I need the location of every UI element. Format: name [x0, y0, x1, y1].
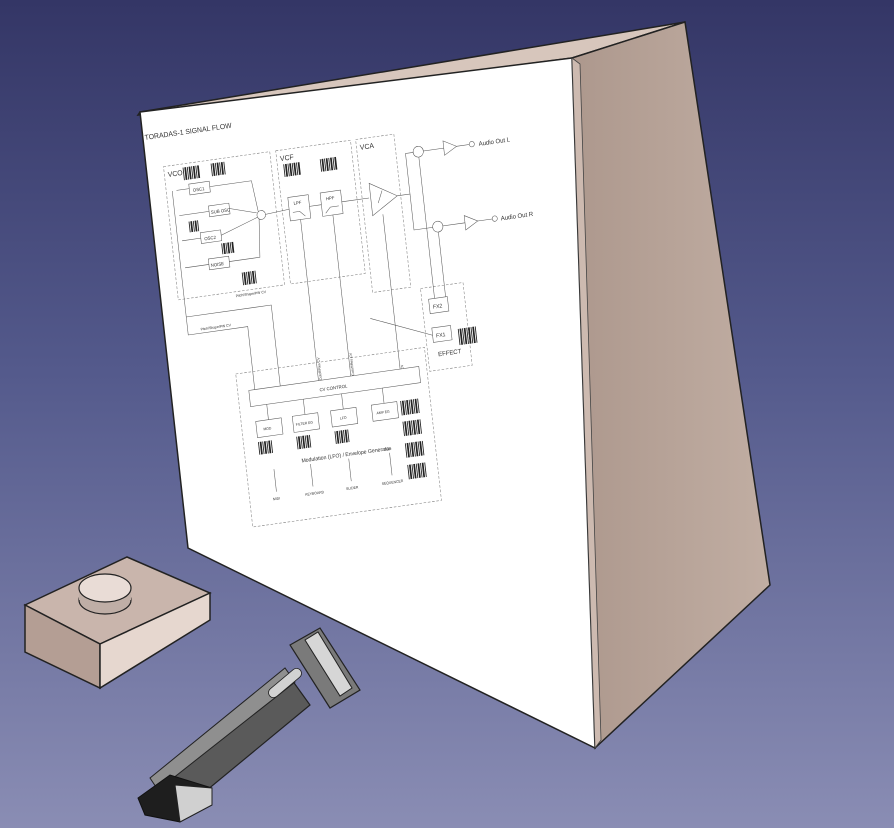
pitch-cv-wires — [171, 190, 433, 399]
input-keyboard-label: KEYBOARD — [305, 490, 325, 497]
vcf-wires — [265, 197, 370, 381]
panel-front-face — [139, 57, 596, 750]
modulation-barcodes — [258, 398, 427, 480]
gate-label: Gate — [384, 447, 392, 452]
slider-slot — [268, 667, 302, 699]
svg-text:AMP EG: AMP EG — [376, 409, 390, 415]
mixer-sum-left — [412, 145, 424, 158]
signal-flow-diagram: TORADAS-1 SIGNAL FLOW VCO OSC1 SUB OSC O… — [144, 123, 534, 528]
vco-barcodes — [182, 161, 257, 286]
audio-out-r-jack — [491, 215, 498, 222]
vco-wires — [176, 180, 261, 269]
vco-section — [163, 151, 285, 301]
svg-text:FX1: FX1 — [436, 332, 446, 339]
knob-block-side — [99, 591, 211, 690]
svg-text:HPF: HPF — [326, 195, 335, 201]
vco-osc2-block: OSC2 — [199, 229, 223, 244]
svg-text:FX2: FX2 — [433, 303, 443, 310]
vca-section — [355, 133, 412, 293]
vcf-label: VCF — [280, 154, 295, 163]
input-slider-label: SLIDER — [346, 485, 359, 491]
panel-box[interactable]: TORADAS-1 SIGNAL FLOW VCO OSC1 SUB OSC O… — [136, 21, 771, 750]
input-sequencer-label: SEQUENCER — [382, 479, 404, 486]
output-buffer-left — [442, 140, 458, 156]
slider-handle[interactable] — [137, 627, 361, 823]
hpf-block: HPF — [319, 189, 344, 217]
svg-text:OSC2: OSC2 — [204, 235, 217, 242]
mixer-sum-right — [432, 220, 444, 233]
vca-label: VCA — [360, 143, 375, 152]
amp-eg-block: AMP EG — [371, 401, 399, 422]
effect-label: EFFECT — [438, 348, 462, 358]
slider-head-face — [304, 631, 353, 697]
mod-block: MOD — [255, 417, 284, 438]
output-buffer-right — [463, 215, 479, 231]
cutoff-res-cv-label-1: Cutoff/Res CV — [316, 356, 322, 380]
panel-front-edge — [571, 57, 602, 750]
vco-sub-osc-block: SUB OSC — [208, 202, 231, 218]
audio-out-l-jack — [468, 141, 475, 148]
knob-block[interactable] — [23, 556, 212, 690]
input-midi-label: MIDI — [273, 496, 281, 501]
vcf-section — [275, 139, 366, 285]
audio-out-l-label: Audio Out L — [478, 136, 511, 148]
filter-eg-block: FILTER EG — [291, 412, 320, 433]
knob-cap-top[interactable] — [78, 573, 132, 603]
cv-control-bar — [248, 366, 421, 407]
cv-control-label: CV CONTROL — [319, 383, 348, 392]
svg-text:OSC1: OSC1 — [193, 186, 206, 193]
vco-noise-block: NOISE — [208, 255, 231, 271]
vco-caption: Pitch/Shape/PW CV — [236, 290, 267, 298]
output-wires — [397, 144, 493, 310]
vcf-barcodes — [283, 156, 338, 177]
svg-text:NOISE: NOISE — [210, 261, 224, 268]
svg-text:SUB OSC: SUB OSC — [211, 207, 231, 215]
slider-foot-face — [174, 784, 213, 823]
svg-text:FILTER EG: FILTER EG — [296, 420, 314, 427]
audio-out-r-label: Audio Out R — [500, 211, 534, 223]
modulation-section — [235, 347, 442, 528]
cutoff-res-cv-label-2: Cutoff/Res CV — [349, 352, 355, 376]
svg-text:LPF: LPF — [293, 200, 302, 206]
panel-side-face — [571, 21, 771, 750]
svg-text:LFO: LFO — [340, 416, 347, 421]
modulation-wires — [266, 388, 393, 492]
pitch-line-label: Pitch/Shape/PW CV — [200, 323, 231, 331]
fx2-block: FX2 — [428, 296, 450, 314]
svg-text:MOD: MOD — [263, 426, 272, 431]
effect-barcode — [457, 326, 478, 346]
lfo-block: LFO — [330, 406, 359, 428]
vca-amp-triangle — [368, 182, 398, 217]
fx1-block: FX1 — [431, 325, 453, 343]
lpf-block: LPF — [287, 194, 312, 222]
vco-label: VCO — [168, 170, 184, 179]
vco-mixer-node — [256, 210, 266, 220]
